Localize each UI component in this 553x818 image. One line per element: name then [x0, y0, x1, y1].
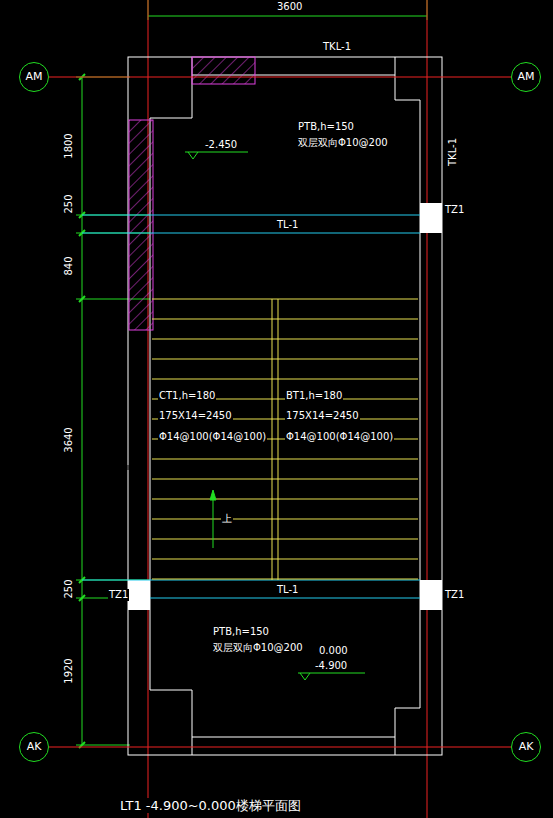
dimension: 840 [63, 255, 75, 276]
rebar-note: 双层双向Φ10@200 [297, 137, 389, 149]
axis-line [49, 747, 511, 748]
dimension: 1800 [63, 132, 75, 159]
axis-label: AM [25, 71, 42, 83]
rebar-note: 双层双向Φ10@200 [212, 642, 304, 654]
elevation: -2.450 [204, 139, 238, 151]
dimension: 250 [63, 193, 75, 214]
direction-mark: 上 [221, 513, 233, 525]
axis-label: AM [517, 71, 534, 83]
axis-bubble: AK [511, 732, 541, 762]
axis-bubble: AM [511, 62, 541, 92]
rebar-note: Φ14@100(Φ14@100) [285, 431, 394, 443]
elevation: 0.000 [318, 645, 349, 657]
slab-tag: PTB,h=150 [297, 121, 355, 133]
beam-tag: TKL-1 [447, 137, 459, 167]
elevation: -4.900 [314, 660, 348, 672]
step-note: 175X14=2450 [285, 410, 360, 422]
beam-tag: TKL-1 [322, 41, 352, 53]
rebar-note: Φ14@100(Φ14@100) [158, 431, 267, 443]
axis-label: AK [519, 741, 534, 753]
axis-label: AK [27, 741, 42, 753]
dimension: 3600 [276, 1, 303, 13]
dimension: 3640 [63, 426, 75, 453]
drawing-title: LT1 -4.900~0.000楼梯平面图 [118, 798, 303, 813]
slab-tag: PTB,h=150 [212, 626, 270, 638]
flight-tag: BT1,h=180 [285, 390, 343, 402]
beam-tag: TL-1 [276, 219, 299, 231]
flight-tag: CT1,h=180 [158, 390, 216, 402]
axis-bubble: AK [19, 732, 49, 762]
dimension: 250 [63, 578, 75, 599]
step-note: 175X14=2450 [158, 410, 233, 422]
column-tag: TZ1 [444, 589, 465, 601]
column-tag: TZ1 [444, 204, 465, 216]
axis-line [49, 77, 511, 78]
beam-tag: TL-1 [276, 584, 299, 596]
column-tag: TZ1 [108, 589, 129, 601]
axis-bubble: AM [19, 62, 49, 92]
dimension: 1920 [63, 657, 75, 684]
